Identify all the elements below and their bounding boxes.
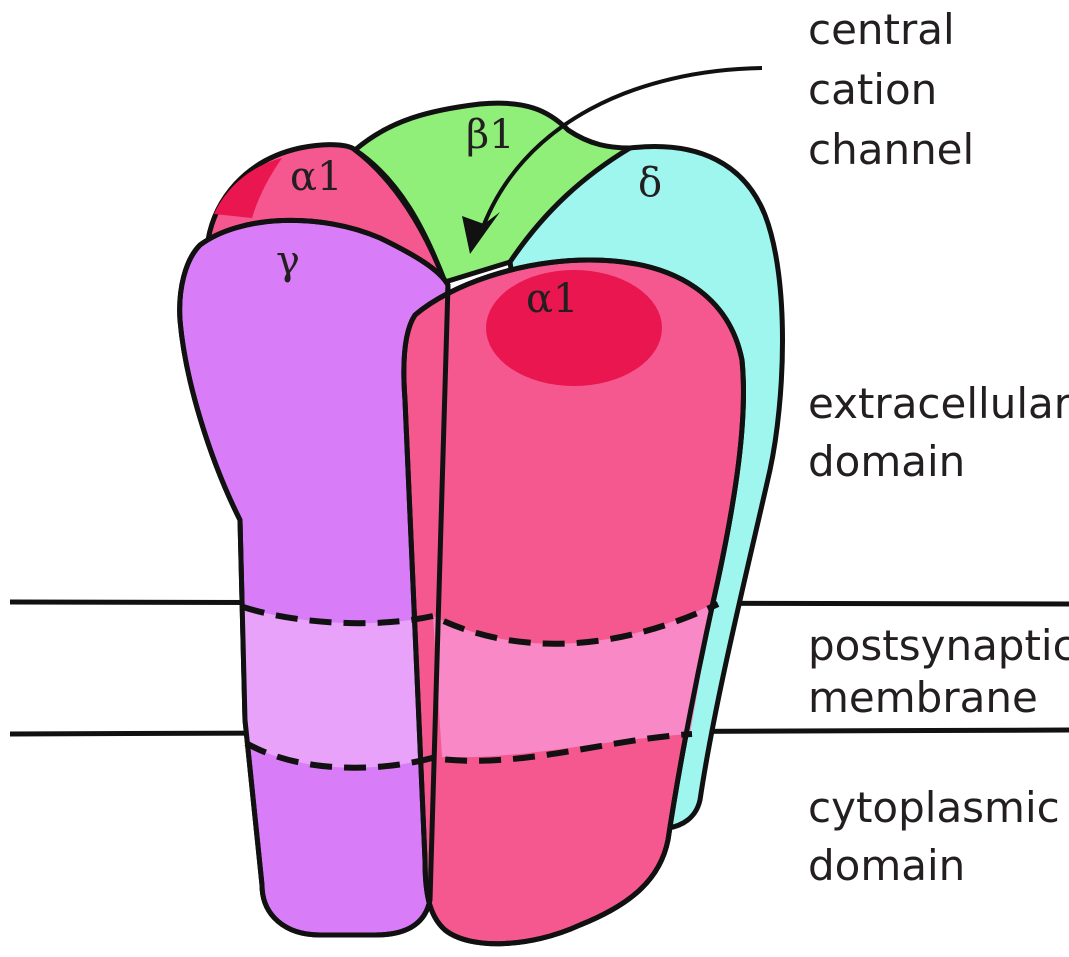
gamma-label: γ (276, 238, 300, 284)
membrane-label-line2: membrane (808, 673, 1038, 722)
gamma-membrane-band (243, 607, 433, 768)
extracellular-label-line1: extracellular (808, 379, 1069, 428)
channel-label-line1: central (808, 5, 955, 54)
alpha1-front-label: α1 (526, 276, 578, 322)
extracellular-label-line2: domain (808, 437, 965, 486)
channel-label-line2: cation (808, 65, 937, 114)
delta-label: δ (638, 160, 662, 206)
alpha1-back-label: α1 (290, 154, 342, 200)
beta1-label: β1 (466, 112, 515, 158)
cytoplasmic-label-line2: domain (808, 841, 965, 890)
cytoplasmic-label-line1: cytoplasmic (808, 783, 1060, 832)
membrane-label-line1: postsynaptic (808, 621, 1069, 670)
channel-label-line3: channel (808, 125, 974, 174)
